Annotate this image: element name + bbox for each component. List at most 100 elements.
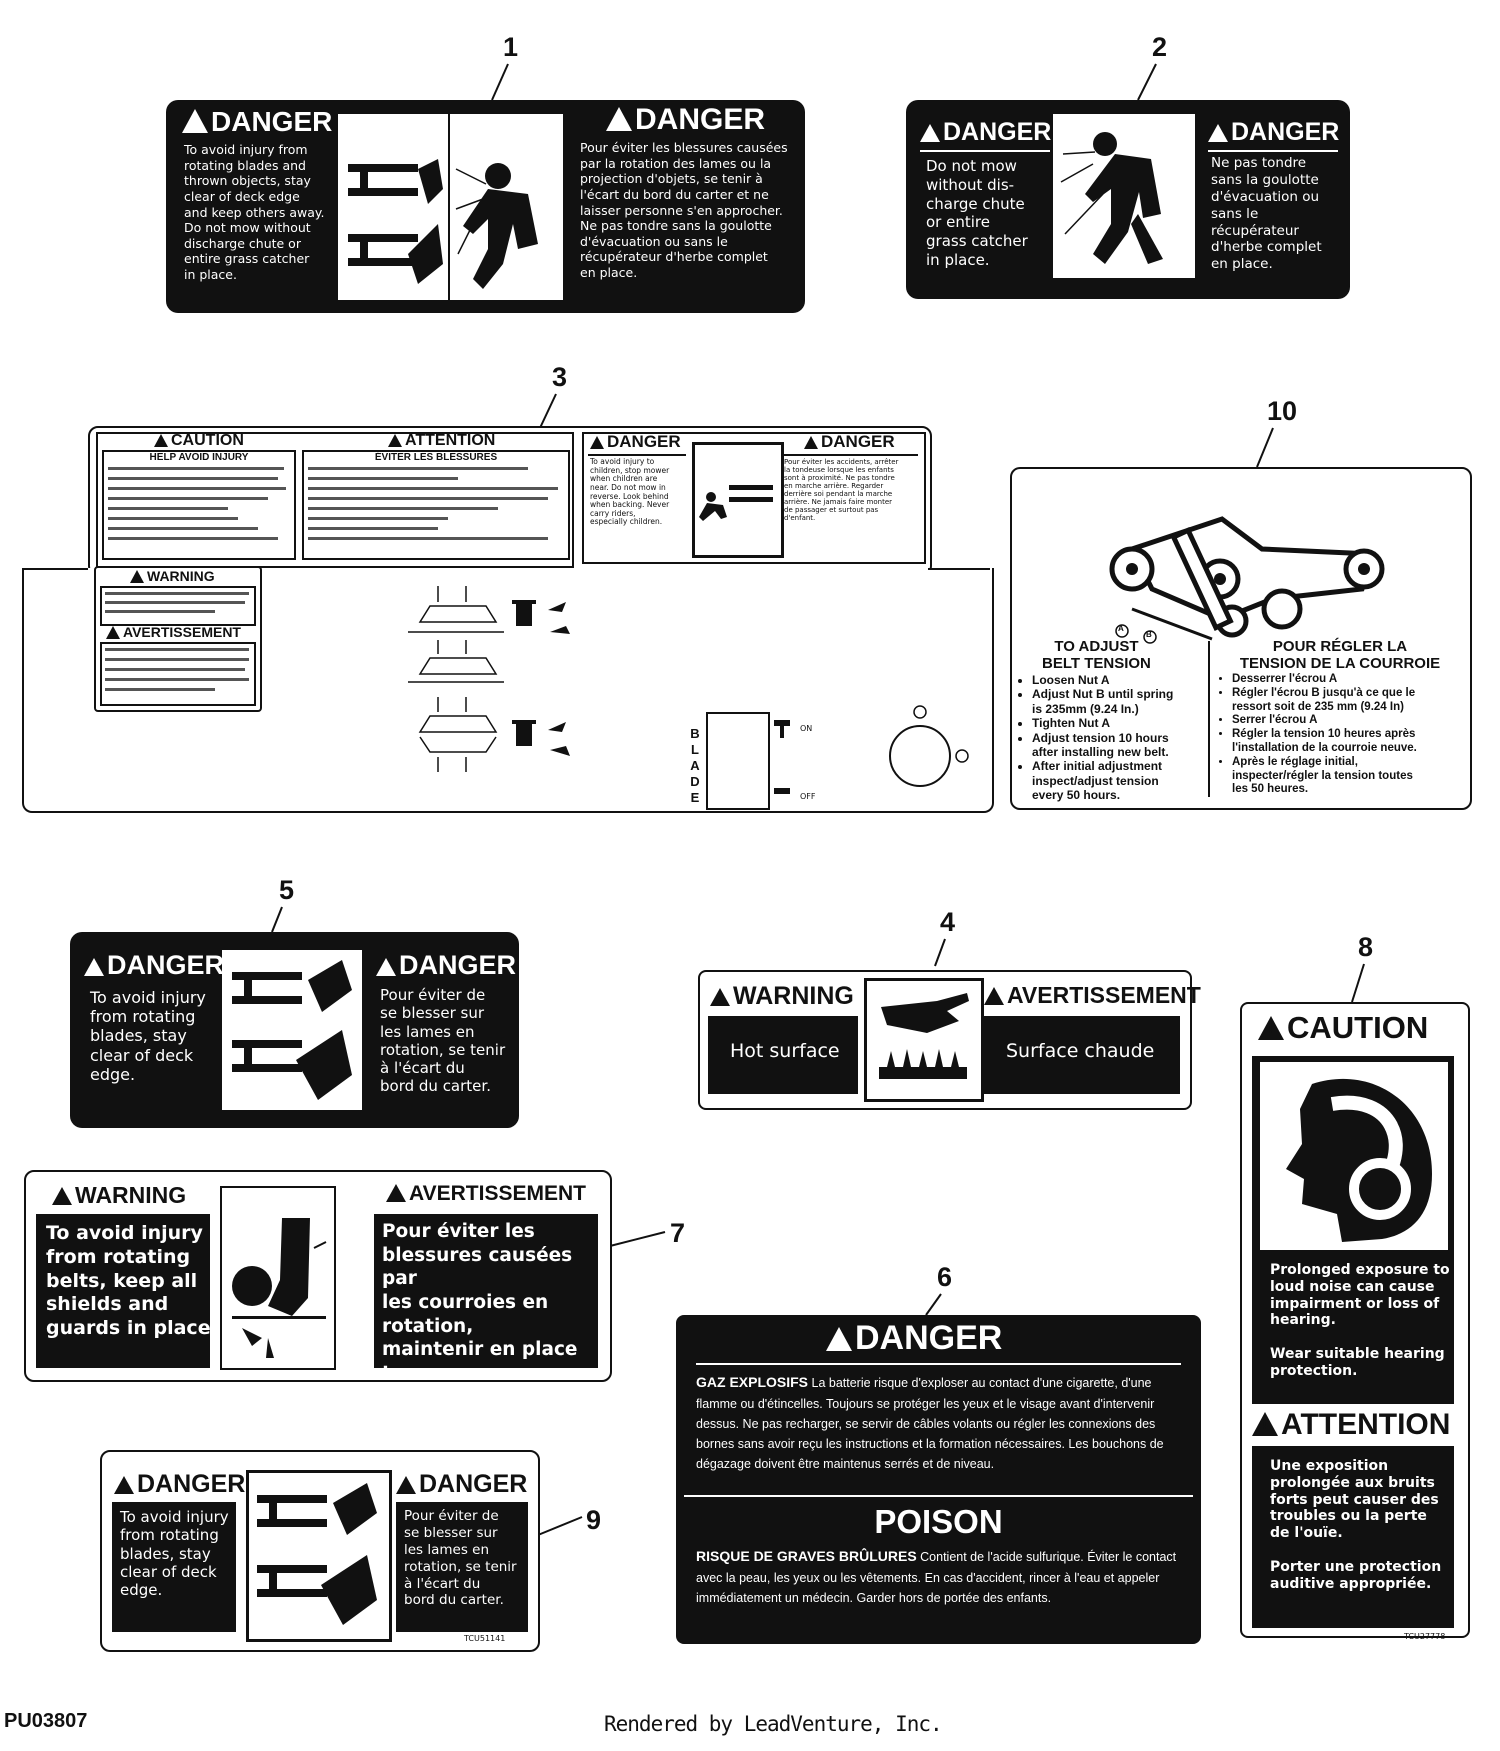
- decal-1-pictogram: [338, 114, 563, 300]
- warning-triangle-icon: [590, 436, 604, 449]
- warning-triangle-icon: [106, 626, 120, 639]
- warning-triangle-icon: [52, 1187, 72, 1205]
- decal-10-fr-list: Desserrer l'écrou A Régler l'écrou B jus…: [1216, 673, 1472, 797]
- decal-1-danger-blades: DANGER To avoid injury from rotating bla…: [166, 100, 805, 313]
- decal-10-en-list: Loosen Nut A Adjust Nut B until spring i…: [1016, 673, 1212, 803]
- blade-hand-icon: [232, 960, 352, 1100]
- callout-8: 8: [1358, 932, 1374, 962]
- decal-1-left-text: To avoid injury from rotating blades and…: [184, 142, 325, 282]
- decal-7-left-text: To avoid injury from rotating belts, kee…: [46, 1222, 218, 1339]
- decal-2-left-head: DANGER: [943, 118, 1052, 146]
- callout-7: 7: [670, 1218, 686, 1248]
- callout-2: 2: [1152, 32, 1168, 62]
- decal-1-left-head: DANGER: [211, 106, 333, 137]
- nut-b-label: B: [1146, 630, 1152, 639]
- callout-4: 4: [940, 907, 956, 937]
- decal-4-right-head: AVERTISSEMENT: [1007, 982, 1201, 1008]
- decal-5-right-head: DANGER: [399, 950, 517, 980]
- decal-1-right-text: Pour éviter les blessures causées par la…: [580, 140, 788, 280]
- decal-8-fr-text: Une exposition prolongée aux bruits fort…: [1270, 1458, 1442, 1592]
- decal-3-warning-head: WARNING: [147, 568, 215, 584]
- decal-10-fr-head: POUR RÉGLER LA TENSION DE LA COURROIE: [1239, 638, 1441, 672]
- decal-4-right-text: Surface chaude: [1006, 1040, 1155, 1062]
- decal-7-belt-warning: WARNING To avoid injury from rotating be…: [24, 1170, 612, 1455]
- warning-triangle-icon: [182, 109, 208, 133]
- decal-7-left-head: WARNING: [75, 1182, 187, 1208]
- decal-9-code: TCU51141: [464, 1634, 506, 1643]
- decal-6-text: GAZ EXPLOSIFS La batterie risque d'explo…: [696, 1374, 1164, 1472]
- decal-3-danger-left-text: To avoid injury to children, stop mower …: [590, 457, 670, 527]
- warning-triangle-icon: [386, 1184, 406, 1202]
- decal-10-en-head: TO ADJUST BELT TENSION: [1042, 638, 1151, 672]
- decal-9-danger-blades: DANGER To avoid injury from rotating bla…: [100, 1450, 540, 1652]
- warning-triangle-icon: [388, 434, 402, 447]
- decal-7-right-text: Pour éviter les blessures causées par le…: [382, 1221, 578, 1456]
- decal-3-children-pictogram: [692, 442, 784, 558]
- diagram-code: PU03807: [4, 1710, 88, 1732]
- warning-triangle-icon: [114, 1476, 134, 1494]
- warning-triangle-icon: [1208, 124, 1228, 142]
- decal-6-poison-head: POISON: [874, 1503, 1003, 1540]
- render-credit: Rendered by LeadVenture, Inc.: [604, 1712, 943, 1736]
- decal-3-avertissement-head: AVERTISSEMENT: [123, 624, 241, 640]
- decal-4-hot-surface: WARNING Hot surface AVERTISSEMENT Surfac…: [698, 970, 1201, 1110]
- decal-3-children-danger: DANGER To avoid injury to children, stop…: [582, 432, 926, 564]
- warning-triangle-icon: [1258, 1016, 1284, 1040]
- callout-1: 1: [503, 32, 519, 62]
- pto-switch-icons: [774, 720, 790, 794]
- decal-3-danger-right-text: Pour éviter les accidents, arrêter la to…: [784, 458, 899, 523]
- decal-4-left-head: WARNING: [733, 982, 854, 1010]
- decal-5-danger-blades: DANGER To avoid injury from rotating bla…: [70, 932, 519, 1128]
- hearing-protection-icon: [1286, 1078, 1432, 1242]
- decal-6-battery-danger: DANGER GAZ EXPLOSIFS La batterie risque …: [676, 1315, 1201, 1644]
- decal-9-left-text: To avoid injury from rotating blades, st…: [120, 1508, 229, 1600]
- decal-2-left-text: Do not mow without dis- charge chute or …: [926, 157, 1028, 269]
- decal-5-left-head: DANGER: [107, 950, 225, 980]
- warning-triangle-icon: [710, 988, 730, 1006]
- decal-7-right-head: AVERTISSEMENT: [409, 1182, 586, 1205]
- callout-5: 5: [279, 875, 295, 905]
- decal-3-attention-sub: ÉVITER LES BLESSURES: [374, 452, 498, 463]
- belt-diagram-icon: [1109, 516, 1385, 644]
- decal-3-warning-label: WARNING AVERTISSEMENT: [94, 566, 262, 712]
- warning-triangle-icon: [606, 107, 632, 131]
- blade-hand-icon: [257, 1483, 377, 1625]
- warning-triangle-icon: [804, 436, 818, 449]
- decal-3-caution-sub: HELP AVOID INJURY: [149, 452, 249, 463]
- warning-triangle-icon: [376, 958, 396, 976]
- decal-3-caution-block: CAUTION ATTENTION HELP AVOID INJURY ÉVIT…: [96, 432, 574, 568]
- decal-4-pictogram: [864, 978, 984, 1102]
- decal-5-left-text: To avoid injury from rotating blades, st…: [90, 988, 206, 1084]
- decal-8-hearing-caution: CAUTION Prolonged exposure to loud noise…: [1240, 1002, 1470, 1641]
- decal-10-belt-tension: A B TO ADJUST BELT TENSION Loosen Nut A …: [1010, 467, 1472, 810]
- ignition-key-icon: [889, 705, 969, 787]
- decal-3-danger-left-head: DANGER: [607, 432, 681, 451]
- nut-a-label: A: [1118, 624, 1124, 633]
- decal-2-right-head: DANGER: [1231, 118, 1340, 146]
- decal-3-blade-switch-window: [706, 712, 770, 810]
- warning-triangle-icon: [826, 1327, 852, 1351]
- callout-10: 10: [1267, 396, 1298, 426]
- decal-5-right-text: Pour éviter de se blesser sur les lames …: [380, 986, 506, 1096]
- decal-8-code: TCU27778: [1404, 1632, 1446, 1641]
- decal-8-head: CAUTION: [1287, 1010, 1429, 1045]
- callout-9: 9: [586, 1505, 602, 1535]
- decal-2-right-text: Ne pas tondre sans la goulotte d'évacuat…: [1211, 155, 1322, 273]
- decal-8-pictogram: [1260, 1062, 1448, 1250]
- decal-3-blade-label: B L A D E: [690, 726, 700, 805]
- warning-triangle-icon: [1252, 1412, 1278, 1436]
- decal-6-poison-text: RISQUE DE GRAVES BRÛLURES Contient de l'…: [696, 1548, 1177, 1605]
- decal-8-fr-head: ATTENTION: [1281, 1408, 1451, 1441]
- decal-4-left-text: Hot surface: [730, 1040, 840, 1062]
- decal-5-pictogram: [222, 950, 362, 1110]
- decal-2-danger-discharge: DANGER Do not mow without dis- charge ch…: [906, 100, 1350, 299]
- decal-9-right-text: Pour éviter de se blesser sur les lames …: [404, 1508, 517, 1609]
- fine-print-lines: [105, 592, 249, 613]
- callout-3: 3: [552, 362, 568, 392]
- belt-entanglement-icon: [232, 1218, 327, 1358]
- decal-9-pictogram: [246, 1470, 392, 1642]
- thrown-object-icon: [1060, 132, 1163, 264]
- decal-9-right-head: DANGER: [419, 1470, 528, 1498]
